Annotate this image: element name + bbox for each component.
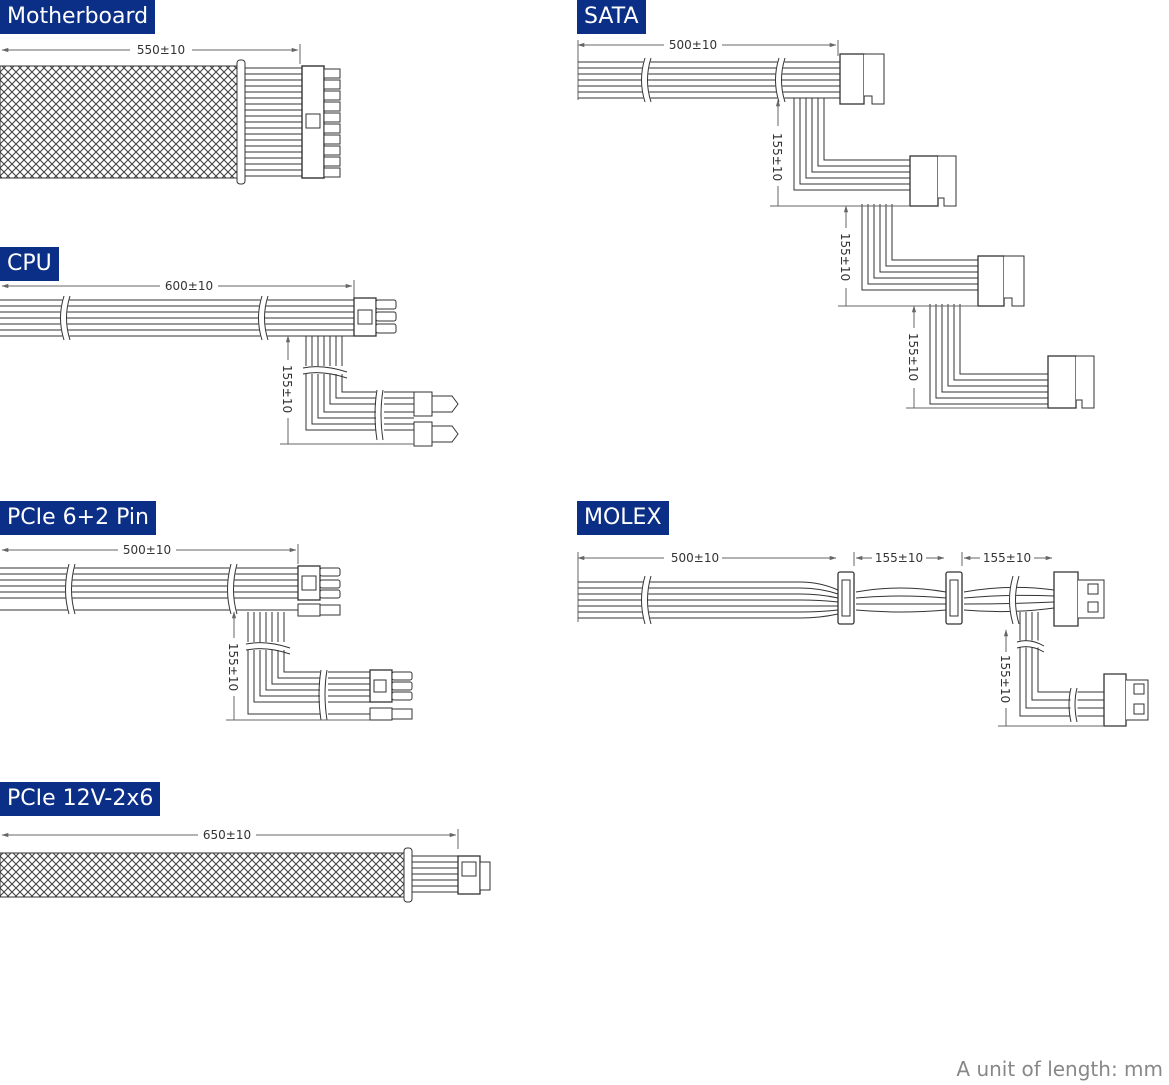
- sata-branch-length-3: 155±10: [906, 333, 920, 381]
- cpu-branch-length: 155±10: [280, 365, 294, 413]
- molex-branch-length: 155±10: [998, 655, 1012, 703]
- molex-segment2: 155±10: [983, 551, 1031, 565]
- sata-branch-length-2: 155±10: [838, 233, 852, 281]
- pcie62-length: 500±10: [123, 543, 171, 557]
- pcie12v-label: PCIe 12V-2x6: [0, 782, 161, 816]
- sata-length: 500±10: [669, 38, 717, 52]
- pcie62-label: PCIe 6+2 Pin: [0, 501, 156, 535]
- molex-label: MOLEX: [577, 501, 669, 535]
- sata-branch-length: 155±10: [770, 133, 784, 181]
- motherboard-cable: 550±10: [0, 43, 341, 185]
- cpu-label: CPU: [0, 247, 59, 281]
- sata-cable: 500±10: [577, 38, 1095, 409]
- cpu-cable: 600±10: [0, 279, 459, 447]
- motherboard-length: 550±10: [137, 43, 185, 57]
- pcie62-branch-length: 155±10: [226, 643, 240, 691]
- pcie62-cable: 500±10: [0, 543, 413, 721]
- motherboard-label: Motherboard: [0, 0, 156, 34]
- molex-length: 500±10: [671, 551, 719, 565]
- molex-segment1: 155±10: [875, 551, 923, 565]
- pcie12v-cable: 650±10: [0, 828, 491, 903]
- unit-note: A unit of length: mm: [956, 1057, 1163, 1081]
- molex-cable: 500±10 155±10 155±10: [577, 551, 1149, 727]
- cpu-length: 600±10: [165, 279, 213, 293]
- sata-label: SATA: [577, 0, 646, 34]
- pcie12v-length: 650±10: [203, 828, 251, 842]
